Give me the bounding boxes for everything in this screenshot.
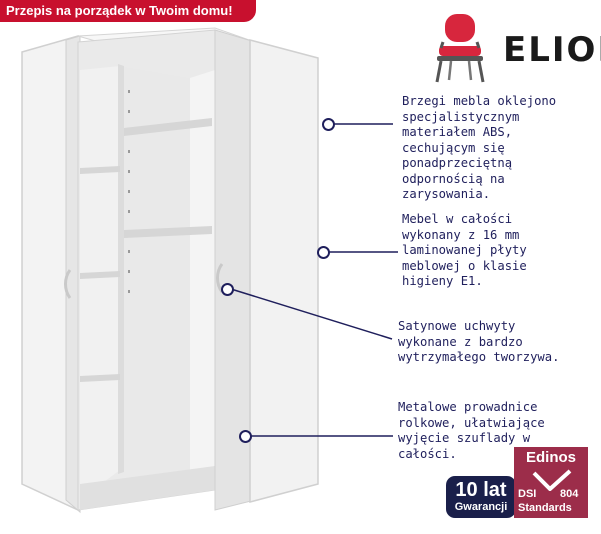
- brand-logo: ELIOR: [425, 12, 601, 84]
- certification-code: 804: [560, 488, 579, 500]
- certification-badge: Edinos DSI 804 Standards: [514, 447, 588, 518]
- promo-banner: Przepis na porządek w Twoim domu!: [0, 0, 256, 22]
- certification-name: Edinos: [526, 449, 577, 466]
- certification-label: Standards: [518, 502, 572, 514]
- chair-icon: [435, 14, 485, 83]
- callout-marker: [317, 246, 330, 259]
- callout-marker: [239, 430, 252, 443]
- warranty-badge: 10 lat Gwarancji: [446, 476, 516, 518]
- wardrobe-image: [21, 27, 319, 514]
- certification-dsi: DSI: [518, 488, 537, 500]
- checkmark-icon: [532, 469, 572, 491]
- brand-name: ELIOR: [503, 30, 601, 70]
- callout-marker: [221, 283, 234, 296]
- warranty-years: 10 lat: [455, 479, 507, 501]
- callout-marker: [322, 118, 335, 131]
- warranty-label: Gwarancji: [454, 501, 508, 513]
